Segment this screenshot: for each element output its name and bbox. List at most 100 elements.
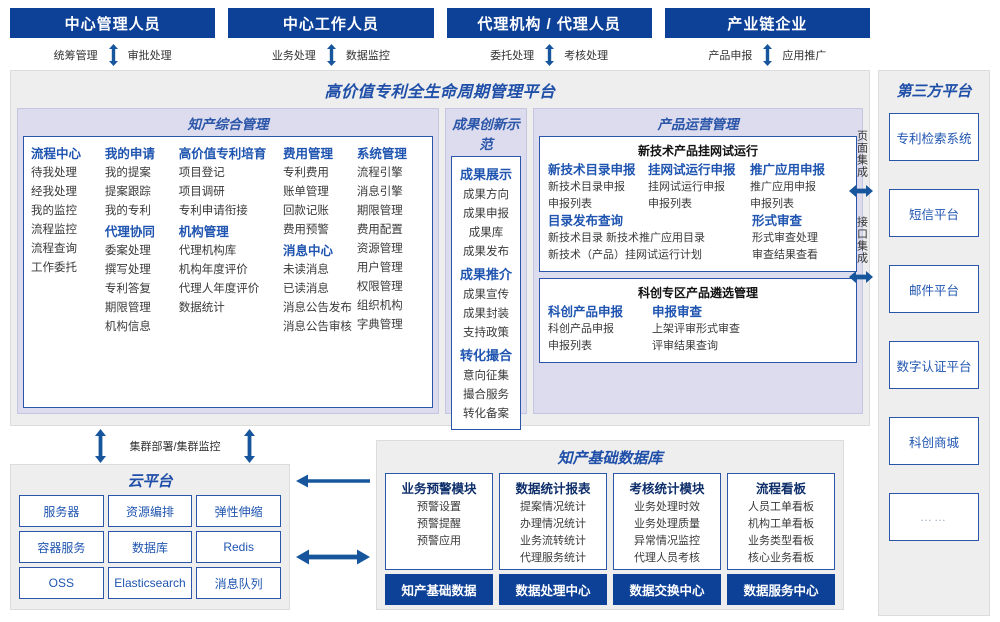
menu-item[interactable]: 提案跟踪	[104, 186, 151, 198]
menu-item[interactable]: 字典管理	[356, 319, 403, 331]
db-item[interactable]: 代理人员考核	[634, 552, 700, 564]
menu-item[interactable]: 用户管理	[356, 262, 403, 274]
third-party-item-0[interactable]: 专利检索系统	[889, 113, 979, 161]
menu-item[interactable]: 推广应用申报	[750, 181, 816, 193]
group-heading[interactable]: 代理协同	[104, 225, 155, 239]
menu-item[interactable]: 权限管理	[356, 281, 403, 293]
db-footer-button[interactable]: 数据交换中心	[613, 574, 721, 605]
menu-item[interactable]: 我的监控	[31, 205, 77, 217]
group-heading[interactable]: 成果展示	[459, 167, 512, 182]
menu-item[interactable]: 专利申请衔接	[178, 205, 248, 217]
menu-item[interactable]: 经我处理	[31, 186, 77, 198]
group-heading[interactable]: 转化撮合	[459, 348, 512, 363]
actor-box-1[interactable]: 中心工作人员	[228, 8, 434, 38]
menu-item[interactable]: 数据统计	[178, 302, 225, 314]
group-heading[interactable]: 流程中心	[31, 147, 82, 161]
menu-item[interactable]: 形式审查处理	[752, 232, 818, 244]
group-heading[interactable]: 成果推介	[459, 267, 512, 282]
actor-box-0[interactable]: 中心管理人员	[10, 8, 216, 38]
group-heading[interactable]: 科创产品申报	[548, 305, 624, 319]
menu-item[interactable]: 意向征集	[463, 370, 509, 382]
menu-item[interactable]: 申报列表	[648, 198, 692, 210]
menu-item[interactable]: 申报列表	[548, 198, 592, 210]
menu-item[interactable]: 专利答复	[104, 283, 151, 295]
menu-item[interactable]: 成果发布	[463, 246, 509, 258]
group-heading[interactable]: 形式审查	[752, 214, 803, 228]
group-heading[interactable]: 费用管理	[282, 147, 333, 161]
cloud-cell-6[interactable]: OSS	[19, 567, 104, 599]
group-heading[interactable]: 申报审查	[652, 305, 703, 319]
menu-item[interactable]: 上架评审形式审查	[652, 323, 740, 335]
menu-item[interactable]: 撮合服务	[463, 389, 509, 401]
cloud-cell-8[interactable]: 消息队列	[196, 567, 281, 599]
menu-item[interactable]: 待我处理	[31, 167, 77, 179]
cloud-cell-4[interactable]: 数据库	[107, 531, 193, 563]
db-item[interactable]: 业务流转统计	[520, 535, 586, 547]
db-item[interactable]: 核心业务看板	[748, 552, 814, 564]
group-heading[interactable]: 新技术目录申报	[548, 163, 636, 177]
menu-item[interactable]: 委案处理	[104, 245, 151, 257]
group-heading[interactable]: 系统管理	[356, 147, 407, 161]
third-party-item-5[interactable]: ……	[889, 493, 979, 541]
third-party-item-2[interactable]: 邮件平台	[889, 265, 979, 313]
group-heading[interactable]: 高价值专利培育	[178, 147, 267, 161]
menu-item[interactable]: 消息引擎	[356, 186, 403, 198]
menu-item[interactable]: 已读消息	[282, 283, 329, 295]
menu-item[interactable]: 机构年度评价	[178, 264, 248, 276]
menu-item[interactable]: 成果库	[468, 227, 504, 239]
actor-box-2[interactable]: 代理机构 / 代理人员	[446, 8, 652, 38]
menu-item[interactable]: 我的专利	[104, 205, 151, 217]
menu-item[interactable]: 支持政策	[463, 327, 509, 339]
menu-item[interactable]: 申报列表	[750, 198, 794, 210]
third-party-item-3[interactable]: 数字认证平台	[889, 341, 979, 389]
menu-item[interactable]: 成果封装	[463, 308, 509, 320]
menu-item[interactable]: 新技术目录 新技术推广应用目录	[548, 232, 706, 244]
group-heading[interactable]: 推广应用申报	[750, 163, 826, 177]
menu-item[interactable]: 未读消息	[282, 264, 329, 276]
menu-item[interactable]: 流程监控	[31, 224, 77, 236]
db-item[interactable]: 人员工单看板	[748, 501, 814, 513]
menu-item[interactable]: 挂网试运行申报	[648, 181, 725, 193]
menu-item[interactable]: 撰写处理	[104, 264, 151, 276]
group-heading[interactable]: 我的申请	[104, 147, 155, 161]
menu-item[interactable]: 转化备案	[463, 408, 509, 420]
menu-item[interactable]: 项目调研	[178, 186, 225, 198]
cloud-cell-3[interactable]: 容器服务	[19, 531, 104, 563]
third-party-item-4[interactable]: 科创商城	[889, 417, 979, 465]
menu-item[interactable]: 回款记账	[282, 205, 329, 217]
db-item[interactable]: 办理情况统计	[520, 518, 586, 530]
menu-item[interactable]: 审查结果查看	[752, 249, 818, 261]
cloud-cell-7[interactable]: Elasticsearch	[107, 567, 193, 599]
db-item[interactable]: 代理服务统计	[520, 552, 586, 564]
menu-item[interactable]: 消息公告发布	[282, 302, 352, 314]
group-heading[interactable]: 机构管理	[178, 225, 229, 239]
menu-item[interactable]: 申报列表	[548, 340, 592, 352]
menu-item[interactable]: 流程查询	[31, 243, 77, 255]
cloud-cell-0[interactable]: 服务器	[19, 495, 104, 527]
db-item[interactable]: 异常情况监控	[634, 535, 700, 547]
menu-item[interactable]: 我的提案	[104, 167, 151, 179]
db-item[interactable]: 预警提醒	[417, 518, 461, 530]
db-footer-button[interactable]: 数据处理中心	[499, 574, 607, 605]
menu-item[interactable]: 专利费用	[282, 167, 329, 179]
actor-box-3[interactable]: 产业链企业	[664, 8, 870, 38]
db-item[interactable]: 提案情况统计	[520, 501, 586, 513]
cloud-cell-1[interactable]: 资源编排	[107, 495, 193, 527]
menu-item[interactable]: 科创产品申报	[548, 323, 614, 335]
menu-item[interactable]: 成果宣传	[463, 289, 509, 301]
db-item[interactable]: 预警应用	[417, 535, 461, 547]
menu-item[interactable]: 期限管理	[104, 302, 151, 314]
db-item[interactable]: 预警设置	[417, 501, 461, 513]
group-heading[interactable]: 目录发布查询	[548, 214, 624, 228]
third-party-item-1[interactable]: 短信平台	[889, 189, 979, 237]
db-footer-button[interactable]: 知产基础数据	[385, 574, 493, 605]
group-heading[interactable]: 消息中心	[282, 244, 333, 258]
cloud-cell-5[interactable]: Redis	[196, 531, 281, 563]
db-item[interactable]: 业务类型看板	[748, 535, 814, 547]
menu-item[interactable]: 消息公告审核	[282, 321, 352, 333]
menu-item[interactable]: 新技术（产品）挂网试运行计划	[548, 249, 702, 261]
menu-item[interactable]: 流程引擎	[356, 167, 403, 179]
menu-item[interactable]: 账单管理	[282, 186, 329, 198]
db-item[interactable]: 机构工单看板	[748, 518, 814, 530]
db-item[interactable]: 业务处理时效	[634, 501, 700, 513]
